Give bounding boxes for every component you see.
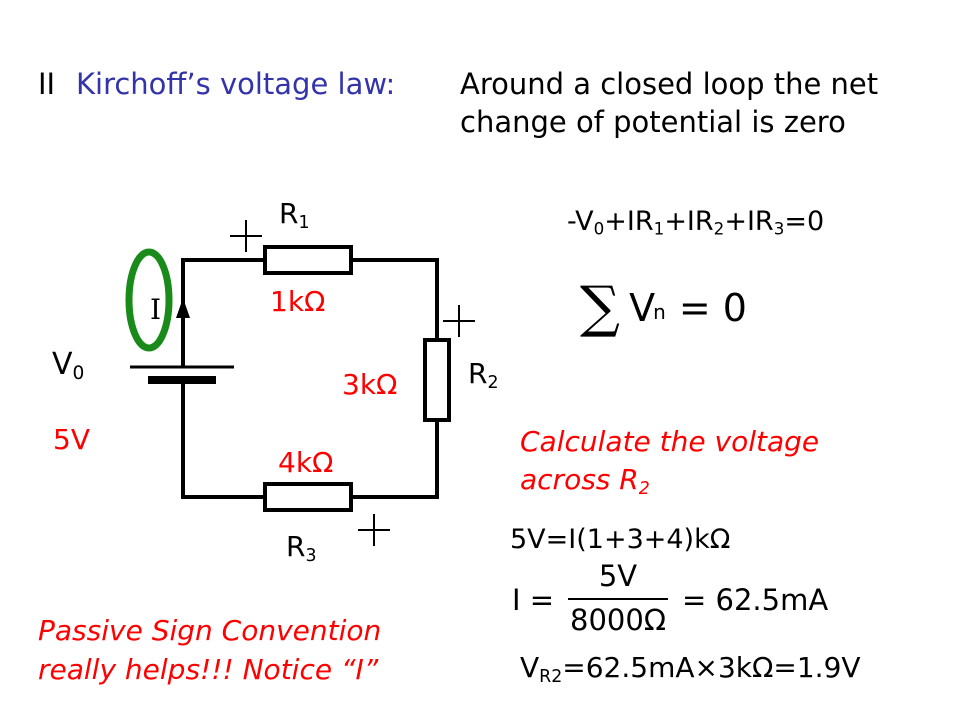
law-name: Kirchoff’s voltage law:: [76, 67, 396, 101]
r2-label: R2: [468, 357, 499, 393]
plus-sign-r2: [443, 305, 475, 337]
note-line1: Passive Sign Convention: [38, 614, 382, 647]
task-line1: Calculate the voltage: [520, 425, 820, 458]
current-formula-denominator: 8000Ω: [570, 603, 666, 637]
current-formula-result: = 62.5mA: [682, 583, 829, 617]
law-statement-line1: Around a closed loop the net: [460, 67, 879, 101]
vr2-result: VR2=62.5mA×3kΩ=1.9V: [520, 651, 861, 687]
heading-numeral: II: [38, 67, 56, 101]
wire-bottom-right: [351, 420, 439, 499]
current-formula-lhs: I =: [512, 583, 555, 617]
resistor-r3: [263, 482, 353, 512]
solution-step1: 5V=I(1+3+4)kΩ: [510, 524, 731, 555]
plus-signs: [230, 220, 475, 546]
wire-top-left: [181, 258, 265, 367]
current-formula-numerator: 5V: [598, 559, 638, 593]
wire-bottom-left: [181, 380, 265, 499]
task-line2: across R2: [520, 463, 650, 499]
circuit-wires: [181, 258, 439, 499]
current-arrow-icon: [176, 298, 190, 318]
r1-value: 1kΩ: [270, 285, 326, 318]
kvl-equation: -V0+IR1+IR2+IR3=0: [567, 206, 825, 239]
loop-marker-ellipse: [125, 248, 173, 352]
resistor-r1: [263, 245, 353, 275]
r1-label: R1: [279, 197, 310, 233]
r3-value: 4kΩ: [278, 446, 334, 479]
sigma-icon: ∑: [580, 275, 620, 340]
current-formula: I = 5V 8000Ω = 62.5mA: [512, 562, 842, 640]
fraction-bar: [568, 598, 668, 600]
current-label: I: [150, 293, 162, 326]
r2-value: 3kΩ: [342, 368, 398, 401]
resistor-r2: [423, 338, 451, 422]
source-value: 5V: [53, 423, 90, 456]
plus-sign-r1: [230, 220, 262, 252]
sum-formula: ∑ Vn = 0: [580, 275, 747, 340]
plus-sign-r3: [358, 514, 390, 546]
law-statement-line2: change of potential is zero: [460, 105, 846, 139]
note-line2: really helps!!! Notice “I”: [38, 653, 379, 686]
source-label: V0: [52, 347, 85, 385]
wire-top-right: [351, 258, 439, 340]
r3-label: R3: [286, 530, 317, 566]
